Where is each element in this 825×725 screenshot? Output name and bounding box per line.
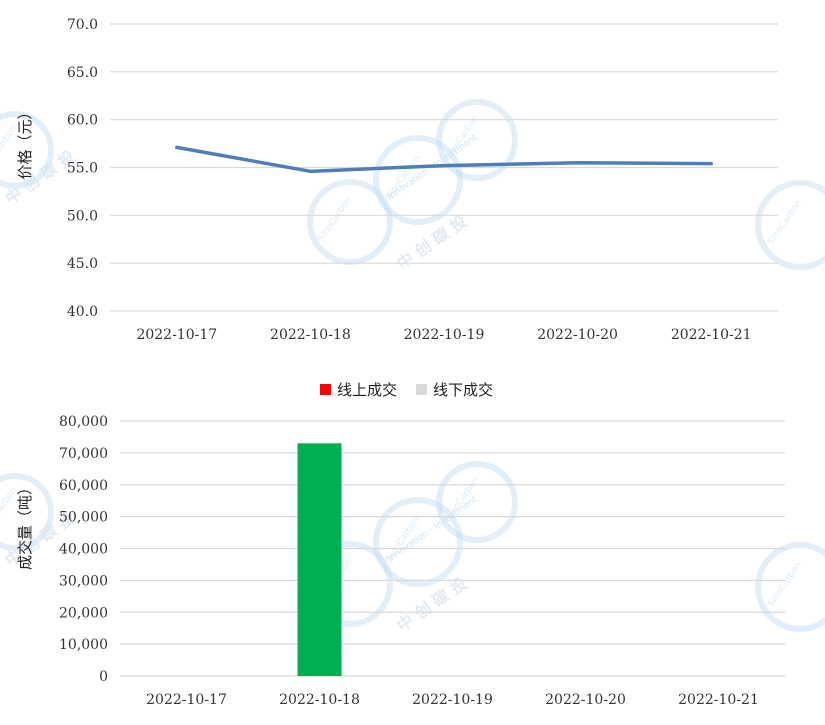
x-tick-label: 2022-10-21 — [678, 692, 759, 708]
watermark-ring — [373, 497, 463, 587]
watermark-text: SinoCarbon — [316, 196, 354, 244]
x-tick-label: 2022-10-21 — [671, 327, 752, 343]
x-tick-label: 2022-10-18 — [279, 692, 360, 708]
legend-swatch — [416, 384, 427, 395]
y-tick-label: 20,000 — [59, 605, 108, 621]
watermark-text: SinoCarbon — [766, 199, 804, 247]
y-tick-label: 45.0 — [67, 256, 98, 272]
x-tick-label: 2022-10-17 — [146, 692, 227, 708]
y-tick-label: 55.0 — [67, 161, 98, 177]
y-tick-label: 70,000 — [59, 446, 108, 462]
watermark-text: SinoCarbon — [766, 561, 804, 609]
watermark-ring — [307, 179, 393, 265]
y-tick-label: 40,000 — [59, 542, 108, 558]
y-tick-label: 80,000 — [59, 414, 108, 430]
watermark-ring — [373, 135, 463, 225]
watermark-cn-text: 中 创 碳 投 — [1, 146, 78, 208]
watermark-ring — [755, 542, 825, 632]
x-tick-label: 2022-10-19 — [412, 692, 493, 708]
y-tick-label: 65.0 — [67, 65, 98, 81]
x-tick-label: 2022-10-19 — [404, 327, 485, 343]
y-tick-label: 50.0 — [67, 208, 98, 224]
y-axis-title: 成交量（吨） — [16, 480, 34, 570]
y-tick-label: 40.0 — [67, 304, 98, 320]
x-tick-label: 2022-10-20 — [545, 692, 626, 708]
x-tick-label: 2022-10-20 — [537, 327, 618, 343]
watermark-ring — [436, 99, 518, 181]
volume-bar — [297, 443, 342, 676]
y-tick-label: 70.0 — [67, 17, 98, 33]
watermark-ring — [436, 461, 518, 543]
y-tick-label: 30,000 — [59, 573, 108, 589]
y-tick-label: 0 — [99, 669, 108, 685]
y-axis-title: 价格（元） — [16, 104, 34, 179]
y-tick-label: 60.0 — [67, 113, 98, 129]
x-tick-label: 2022-10-17 — [136, 327, 217, 343]
legend-label: 线下成交 — [433, 381, 493, 399]
watermark-layer: SinoCarbonSinoCarbonSinoCarbonSinoCarbon… — [0, 99, 825, 635]
watermark-ring — [0, 473, 54, 551]
legend: 线上成交 线下成交 — [320, 381, 493, 399]
price-line-chart: 40.0 45.0 50.0 55.0 60.0 65.0 70.0 2022-10-17 20… — [16, 17, 778, 343]
y-tick-label: 60,000 — [59, 478, 108, 494]
y-tick-label: 10,000 — [59, 637, 108, 653]
x-tick-label: 2022-10-18 — [270, 327, 351, 343]
watermark-ring — [0, 111, 54, 189]
volume-bar-chart: 0 10,000 20,000 30,000 40,000 50,000 60,000 70,… — [16, 381, 785, 708]
legend-swatch — [320, 384, 331, 395]
legend-label: 线上成交 — [337, 381, 397, 399]
watermark-ring — [755, 180, 825, 270]
y-tick-label: 50,000 — [59, 510, 108, 526]
